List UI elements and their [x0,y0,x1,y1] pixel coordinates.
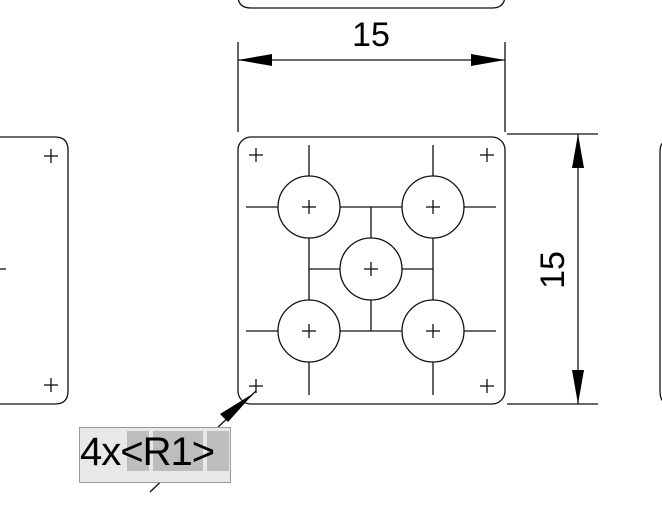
right-part-outline[interactable] [659,140,662,404]
arrowhead-icon [238,54,272,66]
hole-center-marks [302,200,440,338]
left-part-corner-marks [44,149,58,392]
horizontal-dimension[interactable]: 15 [237,16,506,132]
vertical-dimension[interactable]: 15 [507,133,598,405]
main-part-outline[interactable] [237,136,506,405]
horizontal-dimension-text[interactable]: 15 [352,16,390,54]
arrowhead-icon [220,393,254,422]
top-part-outline[interactable] [237,0,506,9]
main-part-corner-marks [249,148,494,393]
arrowhead-icon [572,370,584,404]
vertical-dimension-text[interactable]: 15 [534,251,572,289]
arrowhead-icon [471,54,505,66]
left-part-outline[interactable] [0,136,69,405]
radius-note-text: 4x<R1> [80,430,215,474]
radius-note[interactable]: 4x<R1> [79,427,231,483]
arrowhead-icon [572,134,584,168]
